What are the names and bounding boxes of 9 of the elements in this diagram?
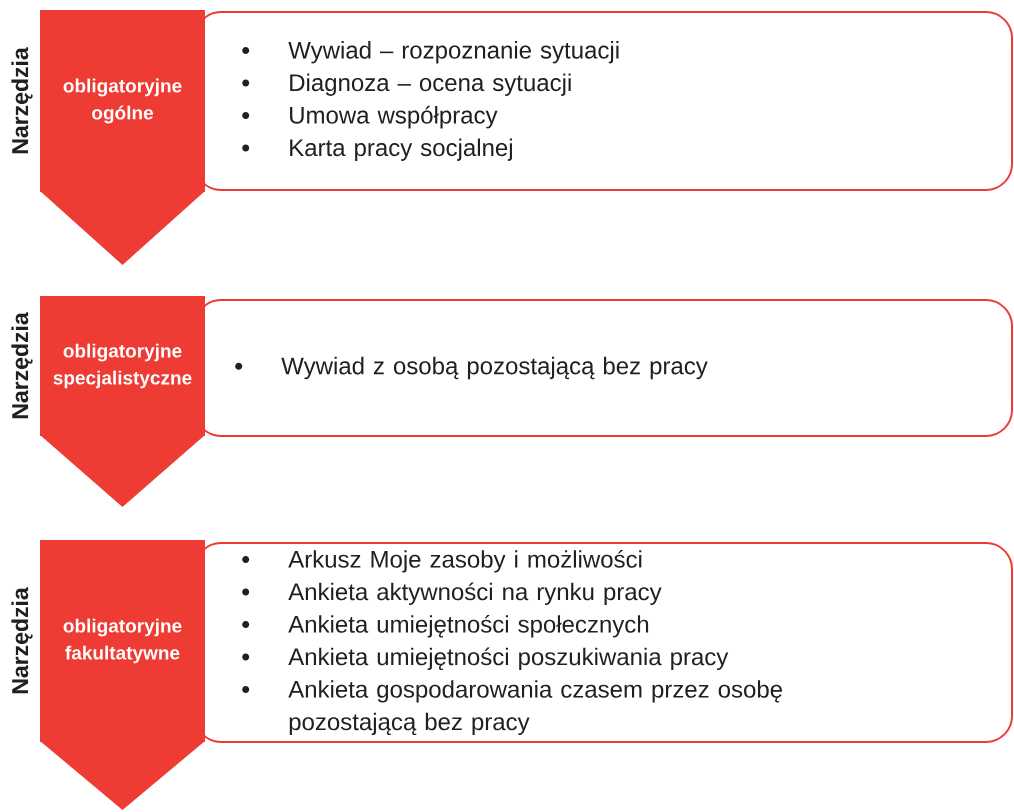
chevron-box: obligatoryjne ogólne — [40, 10, 205, 265]
side-label: Narzędzia — [11, 587, 33, 694]
side-label: Narzędzia — [11, 312, 33, 419]
list-box: Wywiad – rozpoznanie sytuacji Diagnoza – ocena sytuacji Umowa współpracy Karta pracy socjalnej — [194, 11, 1013, 191]
side-label: Narzędzia — [11, 47, 33, 154]
list-box: Arkusz Moje zasoby i możliwości Ankieta aktywności na rynku pracy Ankieta umiejętności społecznych Ankieta umiejętności poszukiwania pracy Ankieta gospodarowania czasem przez osobę pozostającą bez pracy — [194, 542, 1013, 743]
list-box: Wywiad z osobą pozostającą bez pracy — [194, 299, 1013, 437]
chevron-box: obligatoryjne fakultatywne — [40, 540, 205, 810]
chevron-box: obligatoryjne specjalistyczne — [40, 296, 205, 507]
